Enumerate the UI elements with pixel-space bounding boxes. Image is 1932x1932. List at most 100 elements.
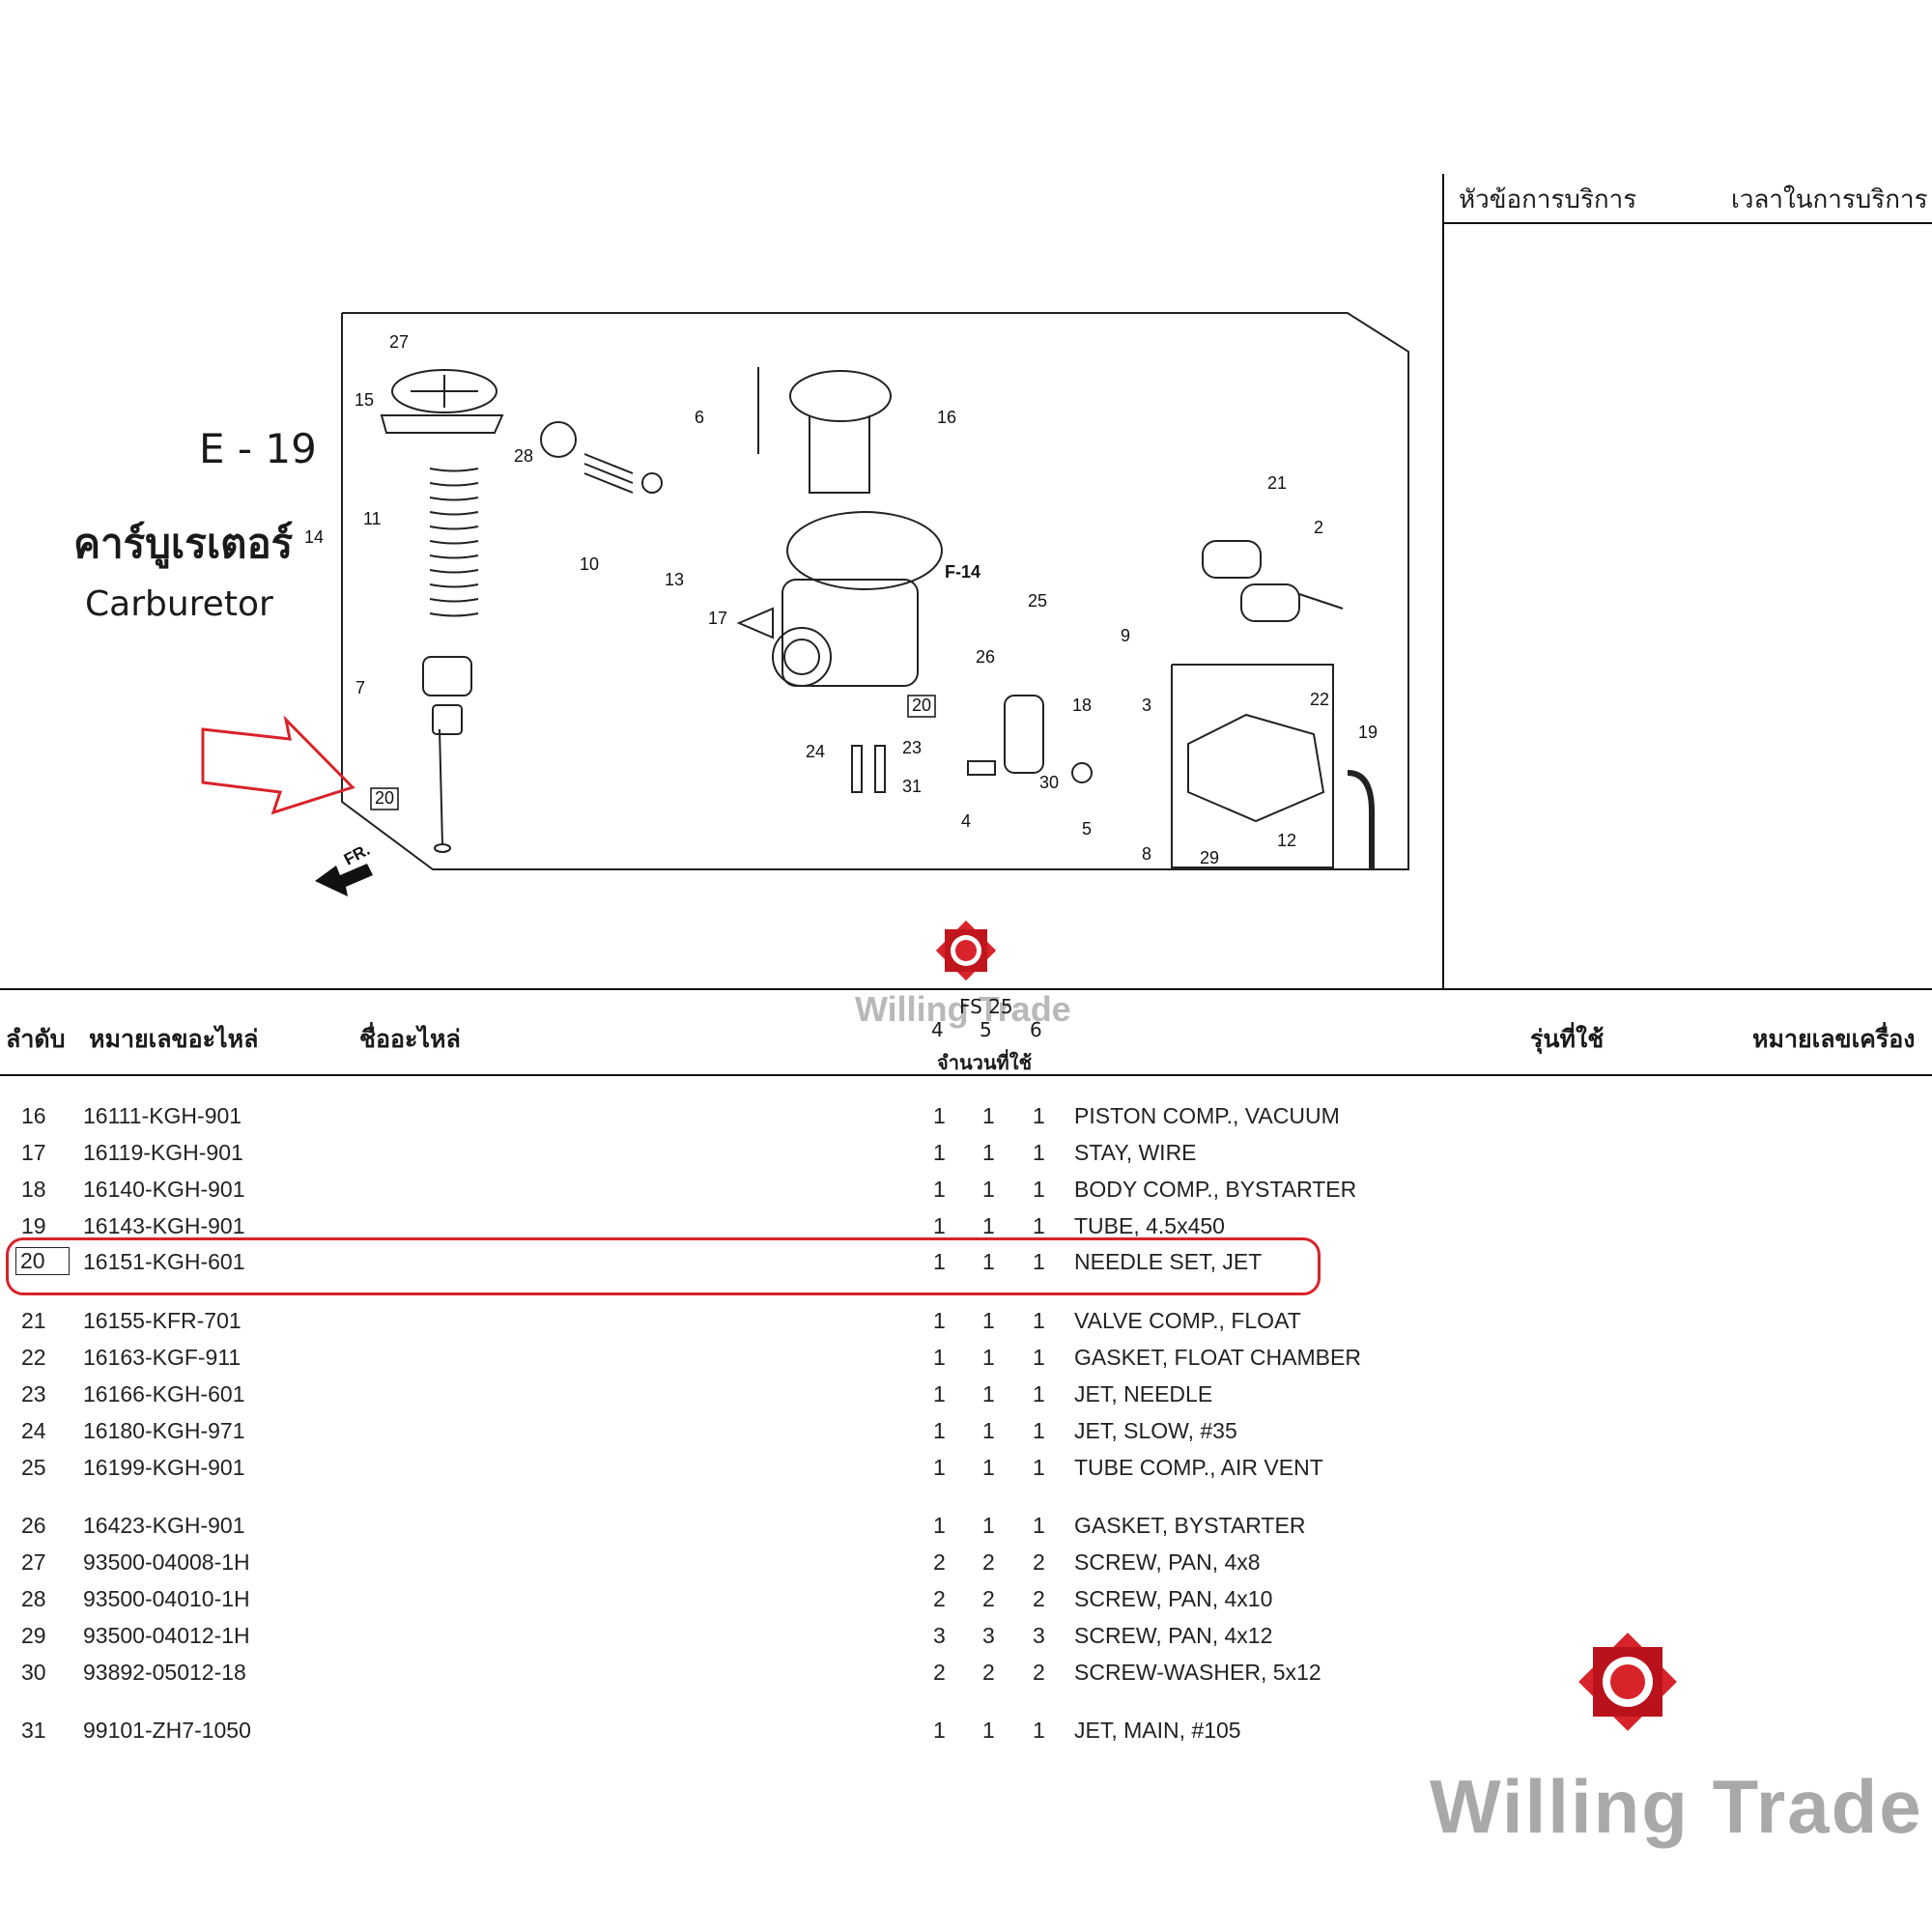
qty-4: 1	[933, 1177, 946, 1202]
callout-14: 14	[304, 527, 324, 547]
pointer-arrow	[201, 715, 355, 815]
part-number: 16119-KGH-901	[83, 1140, 243, 1165]
service-panel-header-line	[1442, 222, 1932, 224]
part-number: 93500-04010-1H	[83, 1586, 250, 1611]
callout-17: 17	[708, 609, 727, 628]
qty-4: 1	[933, 1308, 946, 1333]
qty-6: 3	[1033, 1623, 1045, 1648]
part-number: 93892-05012-18	[83, 1660, 246, 1685]
callout-7: 7	[355, 678, 365, 697]
callout-30: 30	[1039, 773, 1059, 792]
callout-18: 18	[1072, 696, 1092, 715]
callout-11: 11	[363, 509, 382, 528]
qty-5: 2	[982, 1586, 995, 1611]
service-topic-header: หัวข้อการบริการ	[1459, 185, 1637, 214]
part-number: 16155-KFR-701	[83, 1308, 242, 1333]
callout-3: 3	[1142, 696, 1151, 715]
part-number: 99101-ZH7-1050	[83, 1718, 251, 1743]
part-name-english: JET, NEEDLE	[1074, 1381, 1213, 1406]
callout-10: 10	[580, 554, 599, 574]
willing-trade-watermark-large: Willing Trade	[1430, 1764, 1923, 1849]
part-name-english: VALVE COMP., FLOAT	[1074, 1308, 1301, 1333]
qty-4: 2	[933, 1660, 946, 1685]
part-name-english: BODY COMP., BYSTARTER	[1074, 1177, 1357, 1202]
callout-16: 16	[937, 408, 956, 427]
float-part	[1202, 540, 1344, 622]
part-name-english: SCREW, PAN, 4x8	[1074, 1549, 1261, 1575]
row-number: 24	[21, 1418, 46, 1443]
part-number: 16166-KGH-601	[83, 1381, 245, 1406]
spring-part	[429, 468, 479, 617]
header-qty-4: 4	[931, 1018, 944, 1041]
service-panel-divider	[1442, 174, 1444, 990]
callout-31: 31	[902, 777, 922, 796]
part-name-english: GASKET, BYSTARTER	[1074, 1513, 1306, 1538]
part-number: 16143-KGH-901	[83, 1213, 245, 1238]
diagram-frame	[341, 312, 1409, 870]
qty-6: 2	[1033, 1586, 1045, 1611]
row-number: 27	[21, 1549, 46, 1575]
part-name-english: PISTON COMP., VACUUM	[1074, 1103, 1340, 1128]
part-name-english: TUBE COMP., AIR VENT	[1074, 1455, 1323, 1480]
row-number: 19	[21, 1213, 46, 1238]
section-title-thai: คาร์บูเรเตอร์	[73, 520, 294, 567]
row-highlight-20	[6, 1237, 1321, 1295]
qty-6: 1	[1033, 1455, 1045, 1480]
callout-9: 9	[1121, 626, 1130, 645]
willing-trade-logo-large	[1578, 1633, 1677, 1731]
part-name-english: GASKET, FLOAT CHAMBER	[1074, 1345, 1361, 1370]
row-number: 25	[21, 1455, 46, 1480]
qty-4: 1	[933, 1455, 946, 1480]
part-number: 16140-KGH-901	[83, 1177, 245, 1202]
header-qty-label: จำนวนที่ใช้	[937, 1051, 1033, 1074]
part-name-english: SCREW-WASHER, 5x12	[1074, 1660, 1321, 1685]
float-chamber	[1171, 664, 1334, 868]
callout-23: 23	[902, 738, 922, 757]
callout-5: 5	[1082, 819, 1092, 838]
qty-4: 1	[933, 1345, 946, 1370]
qty-6: 1	[1033, 1513, 1045, 1538]
qty-5: 1	[982, 1177, 995, 1202]
row-number: 30	[21, 1660, 46, 1685]
qty-6: 1	[1033, 1213, 1045, 1238]
service-time-header: เวลาในการบริการ	[1731, 185, 1928, 214]
callout-12: 12	[1277, 831, 1296, 850]
section-code: E - 19	[199, 425, 317, 472]
qty-6: 1	[1033, 1249, 1045, 1274]
table-top-line	[0, 988, 1932, 990]
qty-5: 1	[982, 1249, 995, 1274]
header-engine-no: หมายเลขเครื่อง	[1752, 1025, 1916, 1053]
qty-4: 1	[933, 1381, 946, 1406]
row-number: 21	[21, 1308, 46, 1333]
qty-6: 1	[1033, 1308, 1045, 1333]
part-name-english: SCREW, PAN, 4x10	[1074, 1586, 1273, 1611]
header-qty-6: 6	[1030, 1018, 1042, 1041]
front-label: FR.	[341, 840, 373, 869]
part-name-english: JET, SLOW, #35	[1074, 1418, 1237, 1443]
row-number: 28	[21, 1586, 46, 1611]
callout-27: 27	[389, 332, 409, 352]
row-number: 18	[21, 1177, 46, 1202]
callout-labels: 27 15 14 11 7 20 28 10 6 16 13 17 F-14 2…	[304, 332, 1378, 867]
vent-tube	[1347, 770, 1375, 869]
qty-6: 2	[1033, 1660, 1045, 1685]
row-number: 26	[21, 1513, 46, 1538]
needle-holder-part	[422, 656, 472, 735]
callout-15: 15	[355, 390, 374, 410]
callout-19: 19	[1358, 723, 1378, 742]
qty-5: 1	[982, 1140, 995, 1165]
part-number: 16111-KGH-901	[83, 1103, 242, 1128]
callout-20-a: 20	[375, 788, 394, 808]
qty-6: 2	[1033, 1549, 1045, 1575]
carburetor-exploded-diagram: FR. 27 15 14 11 7 20 28 10 6 16 13 17 F-…	[201, 312, 1409, 896]
qty-4: 2	[933, 1549, 946, 1575]
